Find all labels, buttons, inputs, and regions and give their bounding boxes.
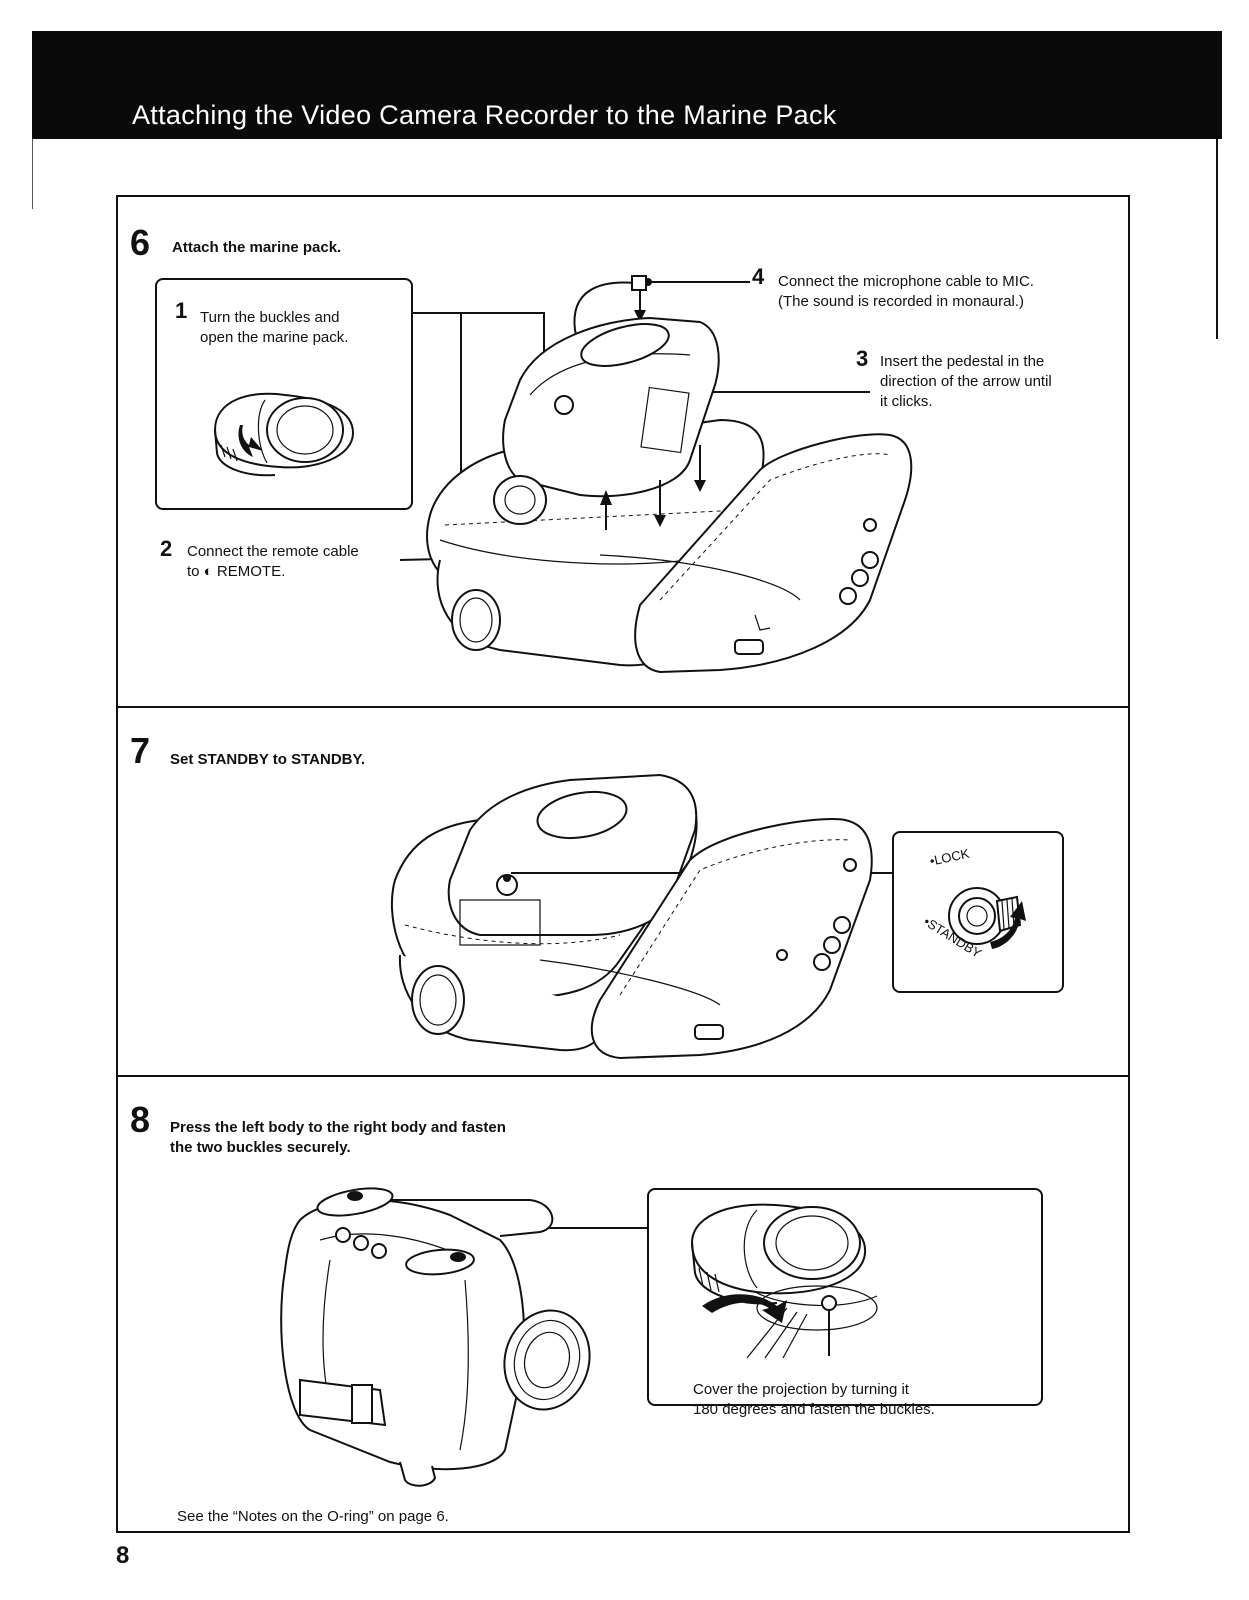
- substep-2-line2: to ◐ REMOTE.: [187, 563, 286, 580]
- substep-1-number: 1: [175, 298, 188, 323]
- section-divider: [116, 706, 1130, 708]
- substep-2-number: 2: [160, 536, 173, 561]
- substep-1-line1: Turn the buckles and: [200, 309, 340, 326]
- substep-1-line2: open the marine pack.: [200, 329, 349, 346]
- buckle-open-illustration: [213, 392, 355, 477]
- standby-dial-illustration: [948, 887, 1026, 949]
- substep-3-line2: direction of the arrow until: [880, 373, 1052, 390]
- buckle-close-illustration: [690, 1203, 878, 1359]
- substep-4-number: 4: [752, 264, 765, 289]
- margin-rule: [1216, 139, 1218, 339]
- page-title: Attaching the Video Camera Recorder to t…: [132, 100, 837, 130]
- instruction-frame: [116, 195, 1130, 1533]
- step-8-number: 8: [130, 1099, 151, 1140]
- step-6-number: 6: [130, 222, 151, 263]
- substep-4-line1: Connect the microphone cable to MIC.: [778, 273, 1034, 290]
- margin-rule-left: [32, 139, 33, 209]
- page-number: 8: [116, 1542, 130, 1569]
- buckle-caption-line1: Cover the projection by turning it: [693, 1381, 909, 1398]
- buckle-caption-line2: 180 degrees and fasten the buckles.: [693, 1401, 935, 1418]
- substep-3-line1: Insert the pedestal in the: [880, 353, 1045, 370]
- substep-3-line3: it clicks.: [880, 393, 933, 410]
- substep-3-number: 3: [856, 346, 869, 371]
- step-6-title: Attach the marine pack.: [172, 239, 342, 256]
- step-8-title-line2: the two buckles securely.: [170, 1139, 351, 1156]
- substep-4-line2: (The sound is recorded in monaural.): [778, 293, 1024, 310]
- substep-2-line1: Connect the remote cable: [187, 543, 359, 560]
- step-7-number: 7: [130, 730, 151, 771]
- header-bar: Attaching the Video Camera Recorder to t…: [32, 31, 1222, 139]
- step-7-title: Set STANDBY to STANDBY.: [170, 751, 366, 768]
- section-divider: [116, 1075, 1130, 1077]
- o-ring-note: See the “Notes on the O-ring” on page 6.: [177, 1508, 449, 1525]
- step-8-title-line1: Press the left body to the right body an…: [170, 1119, 506, 1136]
